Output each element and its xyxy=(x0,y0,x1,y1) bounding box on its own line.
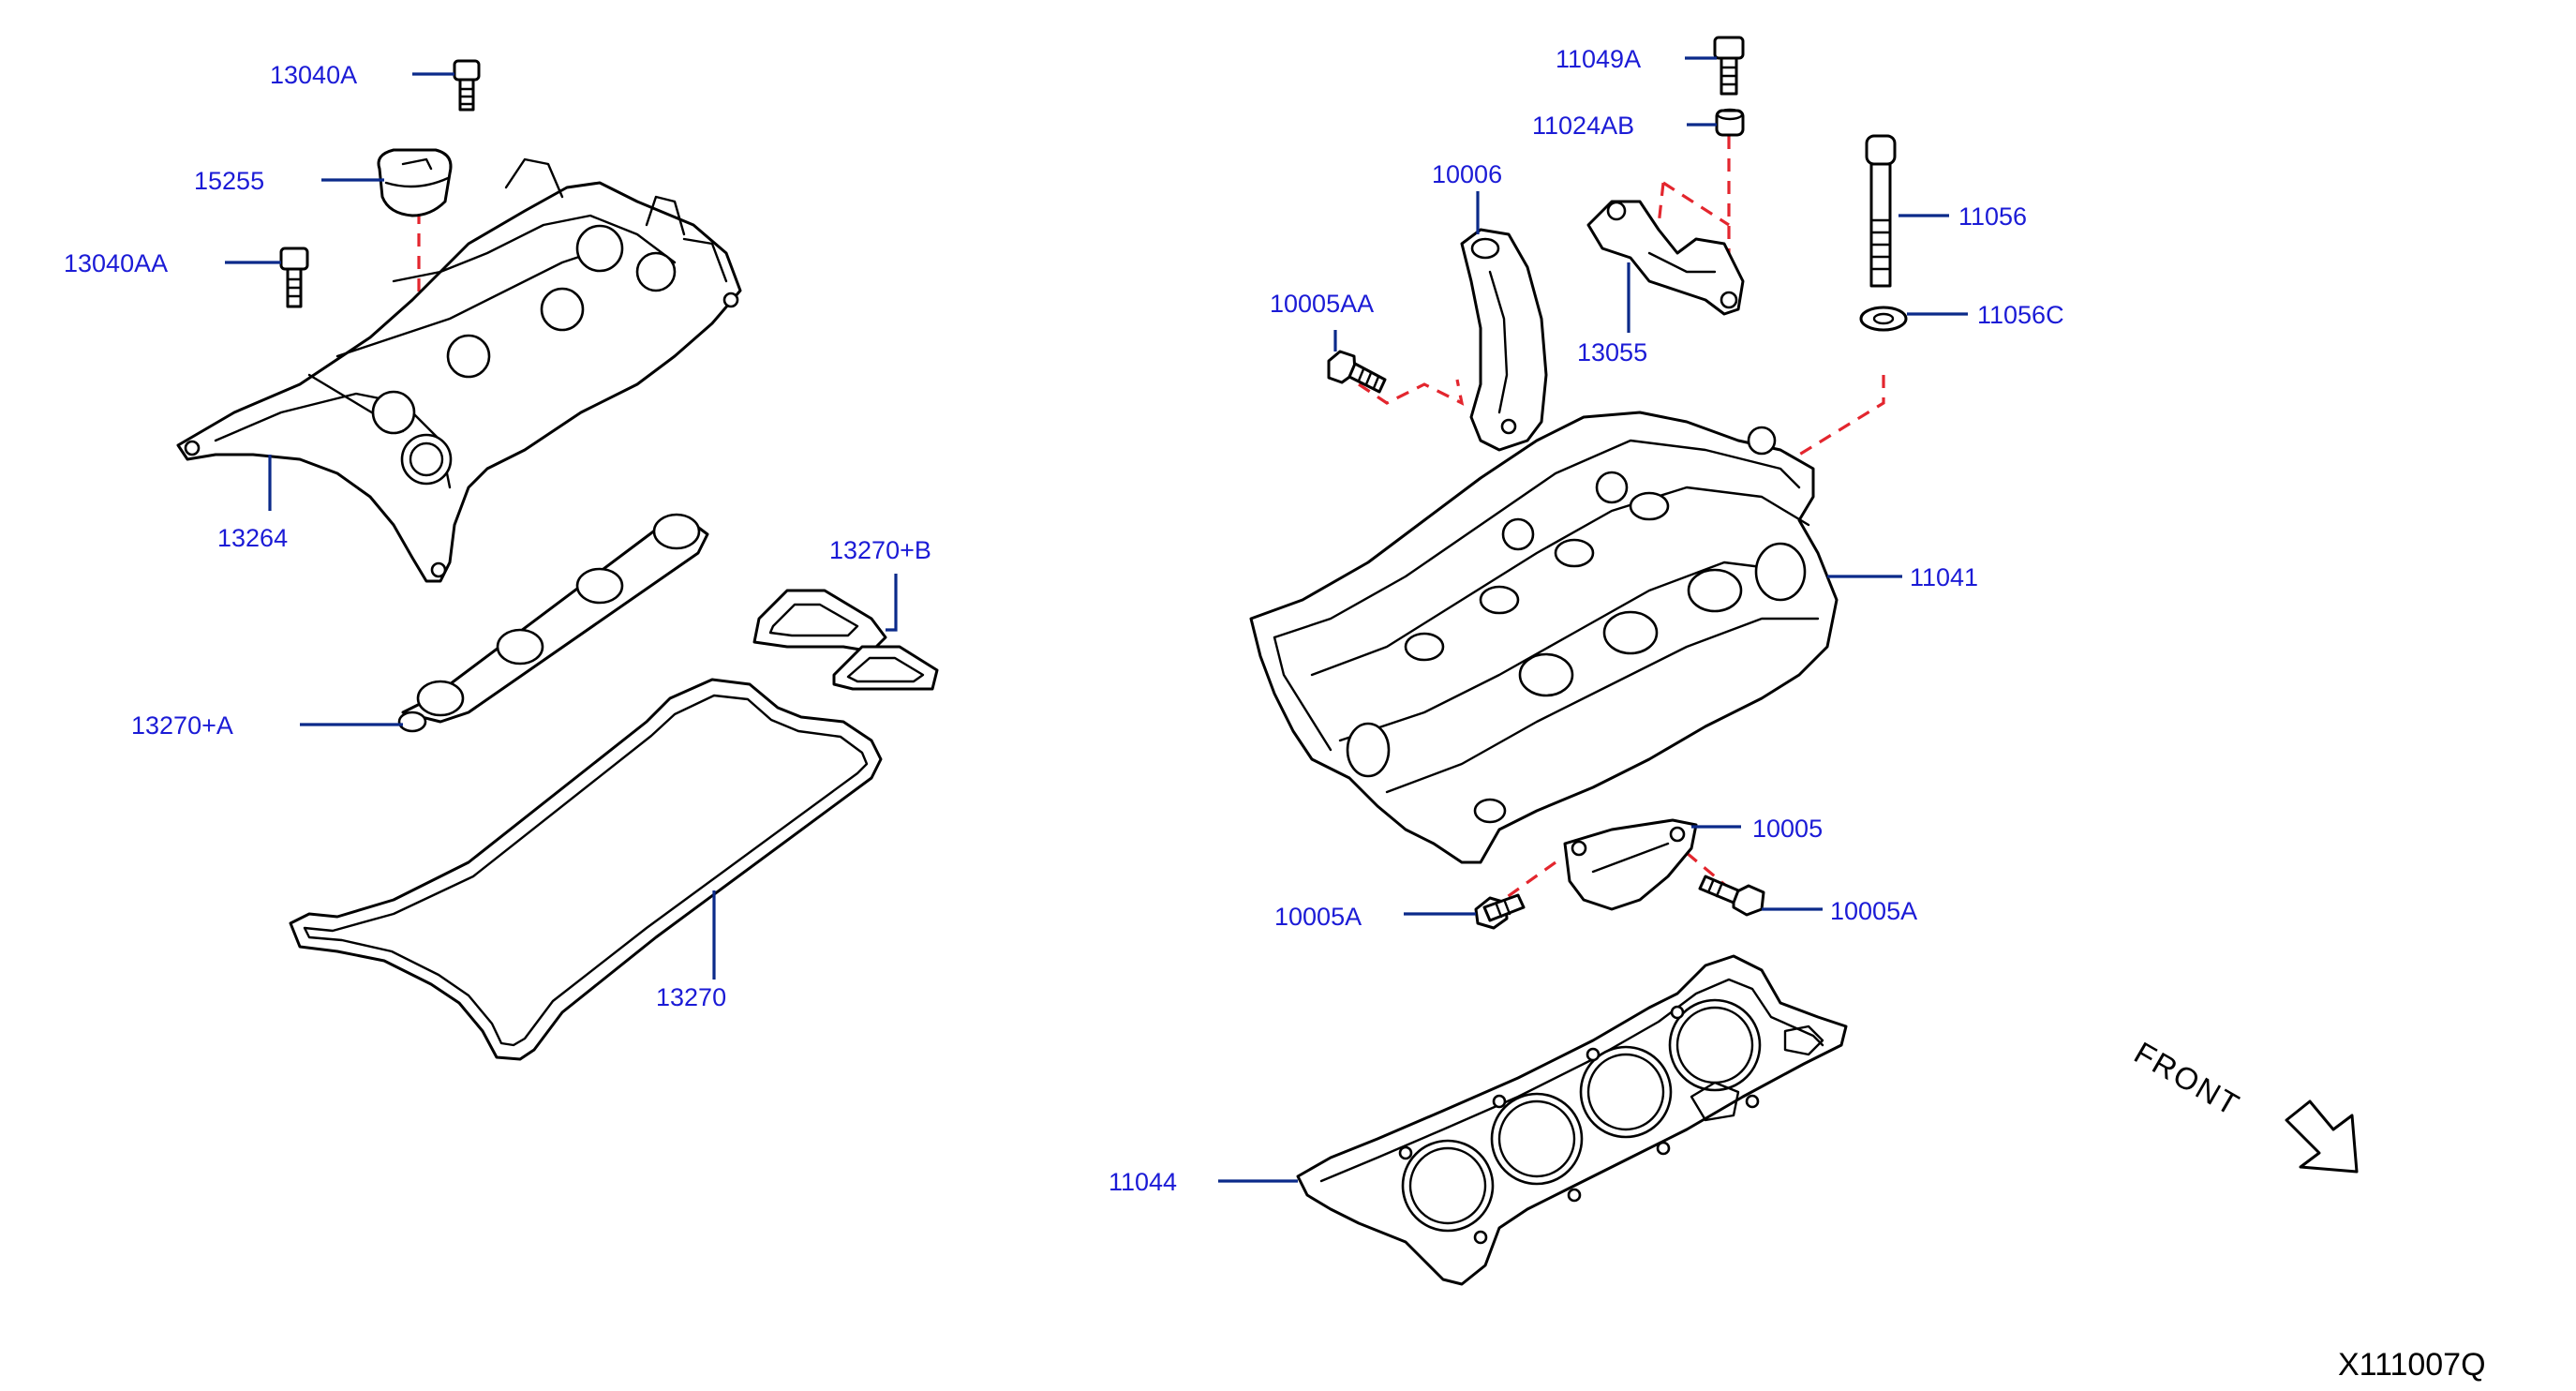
callout-10005A-left: 10005A xyxy=(1274,903,1362,931)
spacer-11024AB xyxy=(1715,108,1745,137)
bolt-10005AA xyxy=(1327,350,1387,394)
bolt-10005A-right xyxy=(1698,875,1765,917)
callout-10006: 10006 xyxy=(1432,160,1502,188)
bracket-10005 xyxy=(1563,818,1698,911)
callout-10005: 10005 xyxy=(1752,815,1823,843)
bolt-11049A xyxy=(1713,36,1745,96)
oil-cap-15255 xyxy=(377,148,453,217)
callout-10005A-right: 10005A xyxy=(1830,897,1917,925)
callout-labels: 13040A 15255 13040AA 13264 13270+B 13270… xyxy=(64,45,2064,1196)
bolt-10005A-left xyxy=(1474,893,1526,930)
callout-15255: 15255 xyxy=(194,167,264,195)
callout-11024AB: 11024AB xyxy=(1532,112,1634,140)
callout-11041: 11041 xyxy=(1910,563,1978,591)
callout-10005AA: 10005AA xyxy=(1270,290,1374,318)
front-label: FRONT xyxy=(2129,1035,2247,1123)
front-direction-arrow xyxy=(2285,1099,2359,1174)
gaskets-13270B xyxy=(752,589,939,691)
diagram-reference-code: X111007Q xyxy=(2338,1347,2486,1383)
washer-11056C xyxy=(1859,306,1908,332)
callout-11056: 11056 xyxy=(1958,202,2027,231)
head-bolt-11056 xyxy=(1865,134,1897,288)
callout-13040A: 13040A xyxy=(270,61,357,89)
bolt-13040A xyxy=(453,59,481,112)
callout-13270B: 13270+B xyxy=(829,536,931,564)
callout-11049A: 11049A xyxy=(1556,45,1641,73)
callout-13040AA: 13040AA xyxy=(64,249,168,277)
rocker-gasket-13270 xyxy=(289,678,883,1061)
callout-13055: 13055 xyxy=(1577,338,1647,366)
leader-lines xyxy=(225,56,1968,1183)
callout-13264: 13264 xyxy=(217,524,288,552)
callout-13270A: 13270+A xyxy=(131,711,233,740)
bolt-13040AA xyxy=(279,247,309,308)
callout-11044: 11044 xyxy=(1109,1168,1177,1196)
callout-13270: 13270 xyxy=(656,983,726,1011)
cylinder-head-11041 xyxy=(1249,411,1839,864)
callout-11056C: 11056C xyxy=(1977,301,2064,329)
bracket-10006 xyxy=(1460,228,1548,452)
head-gasket-11044 xyxy=(1296,954,1848,1286)
bracket-13055 xyxy=(1586,200,1745,316)
plug-tube-seals-13270A xyxy=(397,513,709,733)
rocker-cover xyxy=(176,157,742,583)
